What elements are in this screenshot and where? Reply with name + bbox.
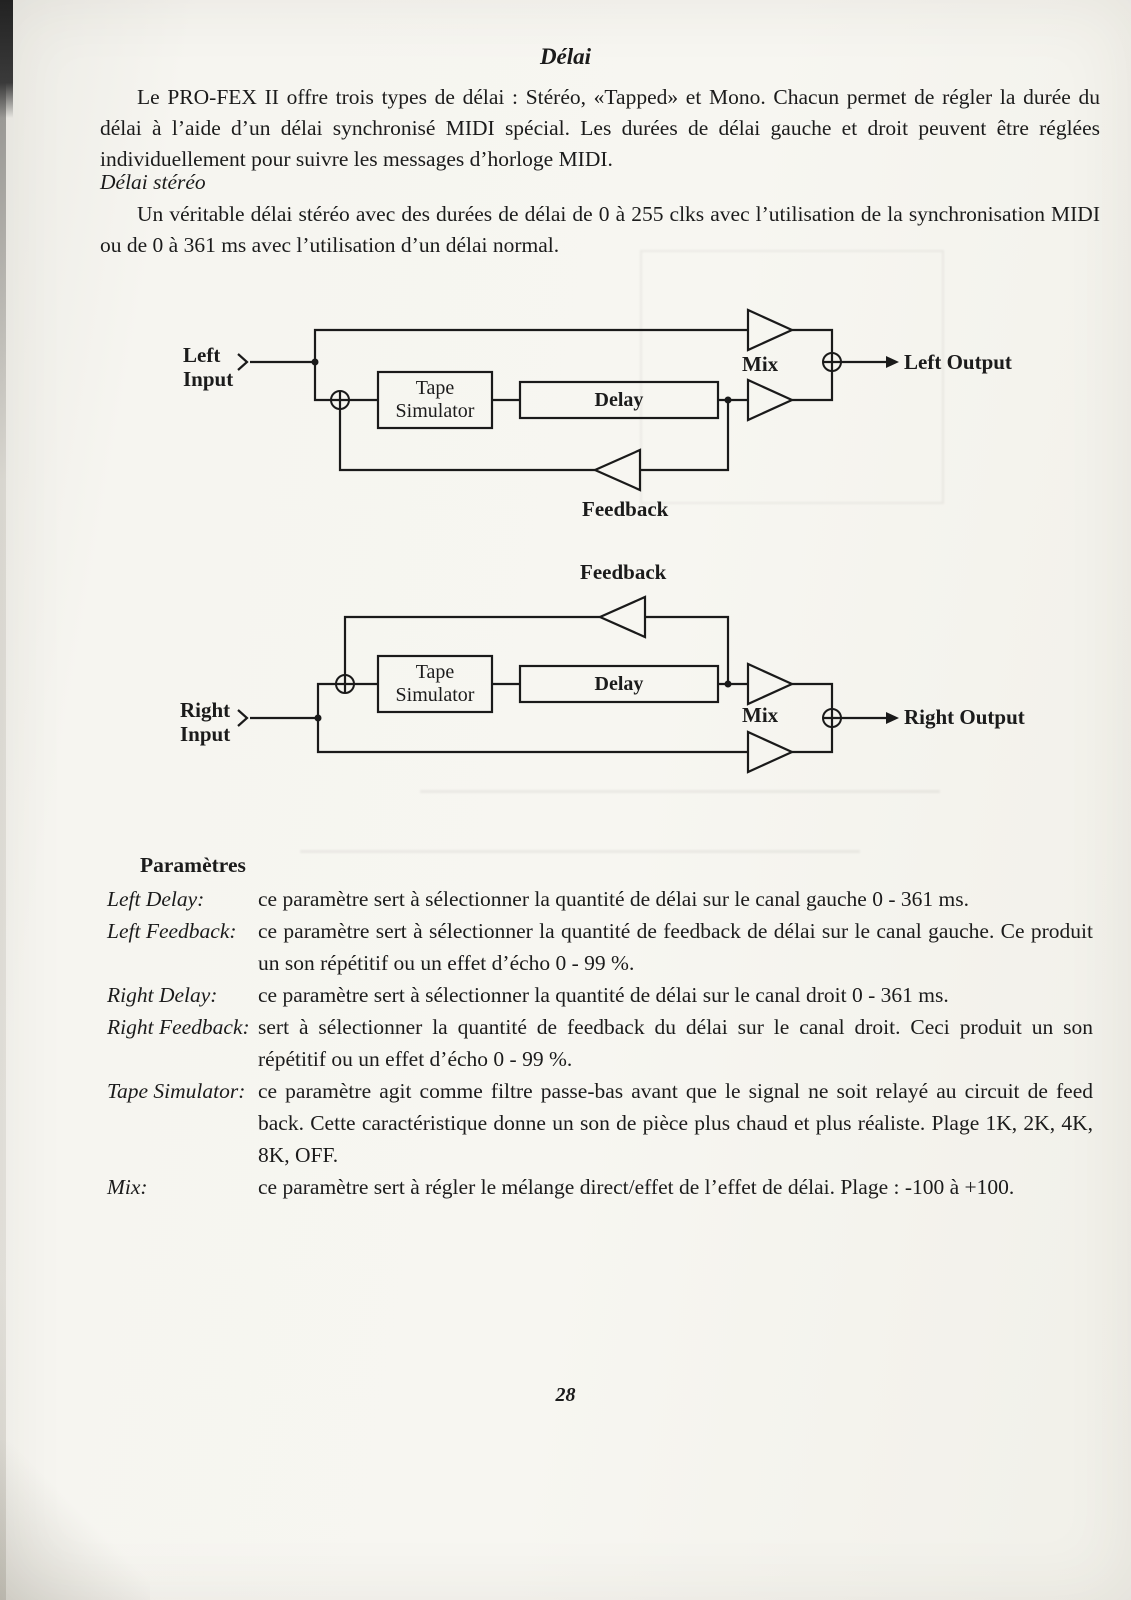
right-input-label: Right Input	[180, 698, 231, 746]
parameter-description: sert à sélectionner la quantité de feedb…	[258, 1015, 1093, 1071]
parameter-term: Left Delay:	[107, 887, 205, 911]
signal-lines	[250, 328, 886, 472]
left-channel-diagram	[237, 308, 899, 492]
summing-node-icon	[330, 390, 350, 410]
stereo-delay-paragraph: Un véritable délai stéréo avec des durée…	[100, 202, 1100, 257]
parameter-description: ce paramètre sert à sélectionner la quan…	[258, 983, 949, 1007]
amplifier-icon	[746, 662, 795, 706]
left-output-label: Left Output	[904, 350, 1012, 374]
scan-edge-artifact	[0, 0, 6, 1600]
feedback-label: Feedback	[580, 560, 667, 584]
feedback-amplifier-icon	[592, 448, 642, 492]
arrowhead-icon	[886, 356, 899, 368]
section-heading-stereo-delay: Délai stéréo	[100, 170, 206, 194]
delay-box	[518, 664, 720, 704]
tape-simulator-label: Tape Simulator	[395, 377, 475, 422]
tape-simulator-box	[376, 654, 494, 714]
parameter-description: ce paramètre sert à régler le mélange di…	[258, 1175, 1015, 1199]
page-title: Délai	[539, 44, 592, 69]
parameter-description: ce paramètre sert à sélectionner la quan…	[258, 919, 1093, 975]
parameter-term: Mix:	[107, 1175, 148, 1199]
left-input-label: Left Input	[183, 343, 234, 391]
output-summing-node-icon	[822, 352, 842, 372]
delay-label: Delay	[594, 388, 644, 411]
feedback-label: Feedback	[582, 497, 669, 521]
input-chevron-icon	[237, 709, 249, 727]
mix-label: Mix	[742, 703, 779, 727]
parameter-term: Right Feedback:	[107, 1015, 250, 1039]
parameter-term: Left Feedback:	[107, 919, 237, 943]
parameter-description: ce paramètre sert à sélectionner la quan…	[258, 887, 969, 911]
junction-dot	[311, 358, 319, 366]
amplifier-icon	[746, 378, 795, 422]
parameters-list: Left Delay: ce paramètre sert à sélectio…	[107, 883, 1097, 1203]
bleedthrough-artifact	[300, 850, 860, 853]
arrowhead-icon	[886, 712, 899, 724]
amplifier-icon	[746, 730, 795, 774]
summing-node-icon	[335, 674, 355, 694]
delay-box	[518, 380, 720, 420]
parameter-term: Right Delay:	[107, 983, 218, 1007]
tape-simulator-label: Tape Simulator	[395, 661, 475, 706]
tape-simulator-box	[376, 370, 494, 430]
paper-fold-artifact	[0, 1440, 150, 1600]
junction-dot	[724, 680, 732, 688]
parameter-term: Tape Simulator:	[107, 1079, 246, 1103]
page-number: 28	[555, 1384, 576, 1406]
input-chevron-icon	[237, 353, 249, 371]
right-channel-diagram	[237, 595, 899, 774]
intro-paragraph: Le PRO-FEX II offre trois types de délai…	[100, 85, 1100, 171]
signal-lines	[250, 615, 886, 754]
scan-corner-artifact	[0, 0, 13, 118]
delay-label: Delay	[594, 672, 644, 695]
right-output-label: Right Output	[904, 705, 1025, 729]
feedback-amplifier-icon	[597, 595, 647, 639]
mix-label: Mix	[742, 352, 779, 376]
amplifier-icon	[746, 308, 795, 352]
output-summing-node-icon	[822, 708, 842, 728]
junction-dot	[724, 396, 732, 404]
parameters-heading: Paramètres	[140, 853, 246, 877]
parameter-description: ce paramètre agit comme filtre passe-bas…	[258, 1079, 1093, 1167]
junction-dot	[314, 714, 322, 722]
